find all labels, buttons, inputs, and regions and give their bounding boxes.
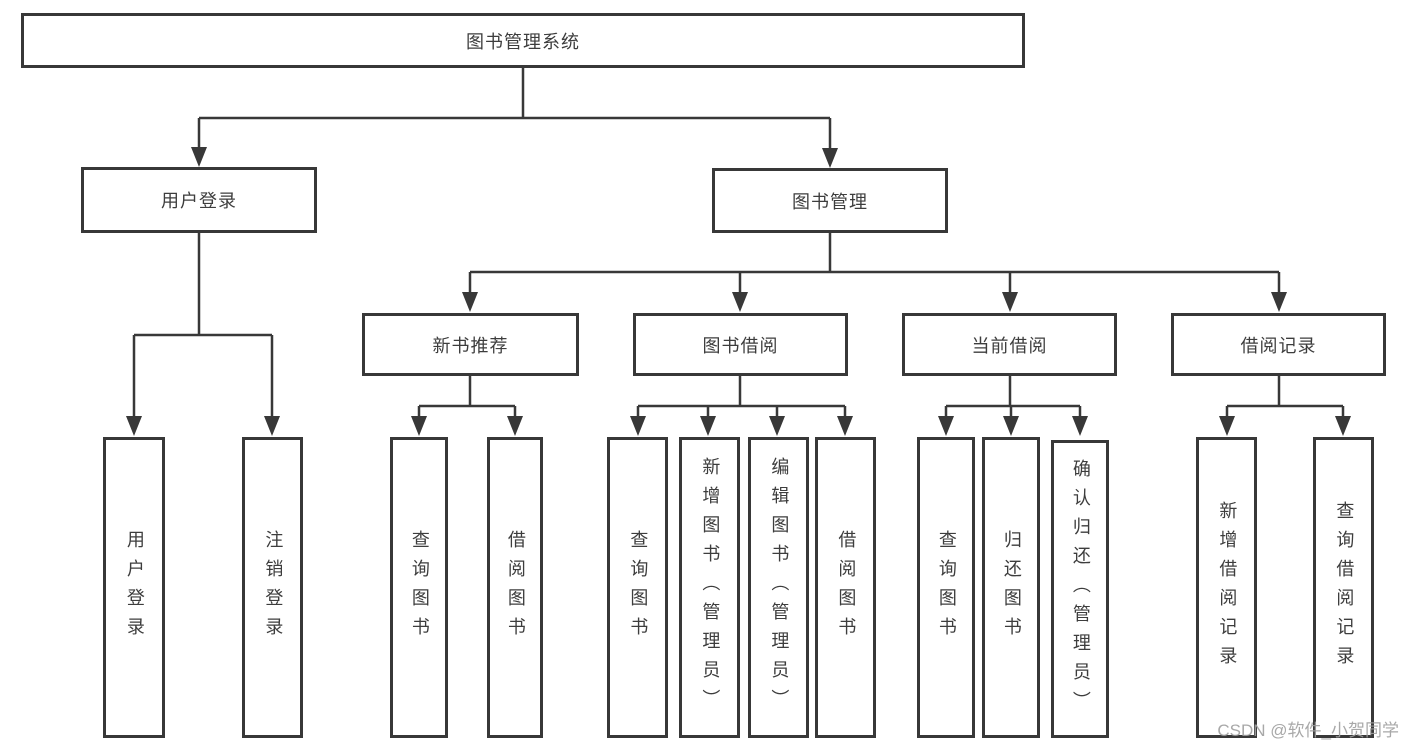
arrowhead (507, 416, 523, 436)
leaf-add-borrow-record: 新增借阅记录 (1196, 437, 1257, 738)
arrowhead (1271, 292, 1287, 312)
node-label: 当前借阅 (971, 335, 1048, 356)
node-book-borrowing: 图书借阅 (633, 313, 848, 376)
arrowhead (700, 416, 716, 436)
arrowhead (837, 416, 853, 436)
arrowhead (630, 416, 646, 436)
arrowhead (264, 416, 280, 436)
leaf-add-books-admin: 新增图书（管理员） (679, 437, 740, 738)
node-label: 图书管理 (792, 191, 868, 212)
leaf-borrow-books: 借阅图书 (815, 437, 876, 738)
node-label: 查询图书 (409, 529, 430, 646)
arrowhead (822, 148, 838, 168)
arrowhead (1219, 416, 1235, 436)
node-label: 编辑图书（管理员） (769, 457, 790, 718)
arrowhead (126, 416, 142, 436)
leaf-return-books: 归还图书 (982, 437, 1040, 738)
arrowhead (1072, 416, 1088, 436)
node-label: 图书借阅 (702, 335, 779, 356)
arrowhead (938, 416, 954, 436)
node-borrowing-records: 借阅记录 (1171, 313, 1386, 376)
arrowhead (1002, 292, 1018, 312)
node-current-borrowing: 当前借阅 (902, 313, 1117, 376)
node-label: 用户登录 (124, 529, 145, 646)
node-label: 查询借阅记录 (1334, 500, 1355, 675)
node-label: 归还图书 (1001, 529, 1022, 646)
node-label: 注销登录 (263, 529, 284, 646)
node-book-management-branch: 图书管理 (712, 168, 948, 233)
node-label: 新增借阅记录 (1217, 500, 1238, 675)
node-label: 查询图书 (628, 529, 649, 646)
node-label: 新书推荐 (432, 335, 509, 356)
leaf-query-borrow-record: 查询借阅记录 (1313, 437, 1374, 738)
node-label: 借阅图书 (836, 529, 857, 646)
arrowhead (1335, 416, 1351, 436)
csdn-watermark: CSDN @软件_小贺同学 (1217, 721, 1399, 740)
node-label: 新增图书（管理员） (700, 457, 721, 718)
node-label: 确认归还（管理员） (1070, 458, 1091, 720)
node-user-login-branch: 用户登录 (81, 167, 317, 233)
node-label: 查询图书 (936, 529, 957, 646)
leaf-borrow-books-recommend: 借阅图书 (487, 437, 543, 738)
leaf-query-books-borrowing: 查询图书 (607, 437, 668, 738)
node-label: 图书管理系统 (466, 31, 580, 52)
arrowhead (411, 416, 427, 436)
leaf-confirm-return-admin: 确认归还（管理员） (1051, 440, 1109, 738)
node-label: 借阅记录 (1240, 335, 1317, 356)
leaf-edit-books-admin: 编辑图书（管理员） (748, 437, 809, 738)
node-label: 借阅图书 (505, 529, 526, 646)
node-new-book-recommend: 新书推荐 (362, 313, 579, 376)
node-root-library-system: 图书管理系统 (21, 13, 1025, 68)
arrowhead (191, 147, 207, 167)
leaf-user-login: 用户登录 (103, 437, 165, 738)
leaf-logout: 注销登录 (242, 437, 303, 738)
leaf-query-books-current: 查询图书 (917, 437, 975, 738)
arrowhead (732, 292, 748, 312)
arrowhead (462, 292, 478, 312)
arrowhead (769, 416, 785, 436)
leaf-query-books-recommend: 查询图书 (390, 437, 448, 738)
arrowhead (1003, 416, 1019, 436)
node-label: 用户登录 (161, 191, 237, 211)
